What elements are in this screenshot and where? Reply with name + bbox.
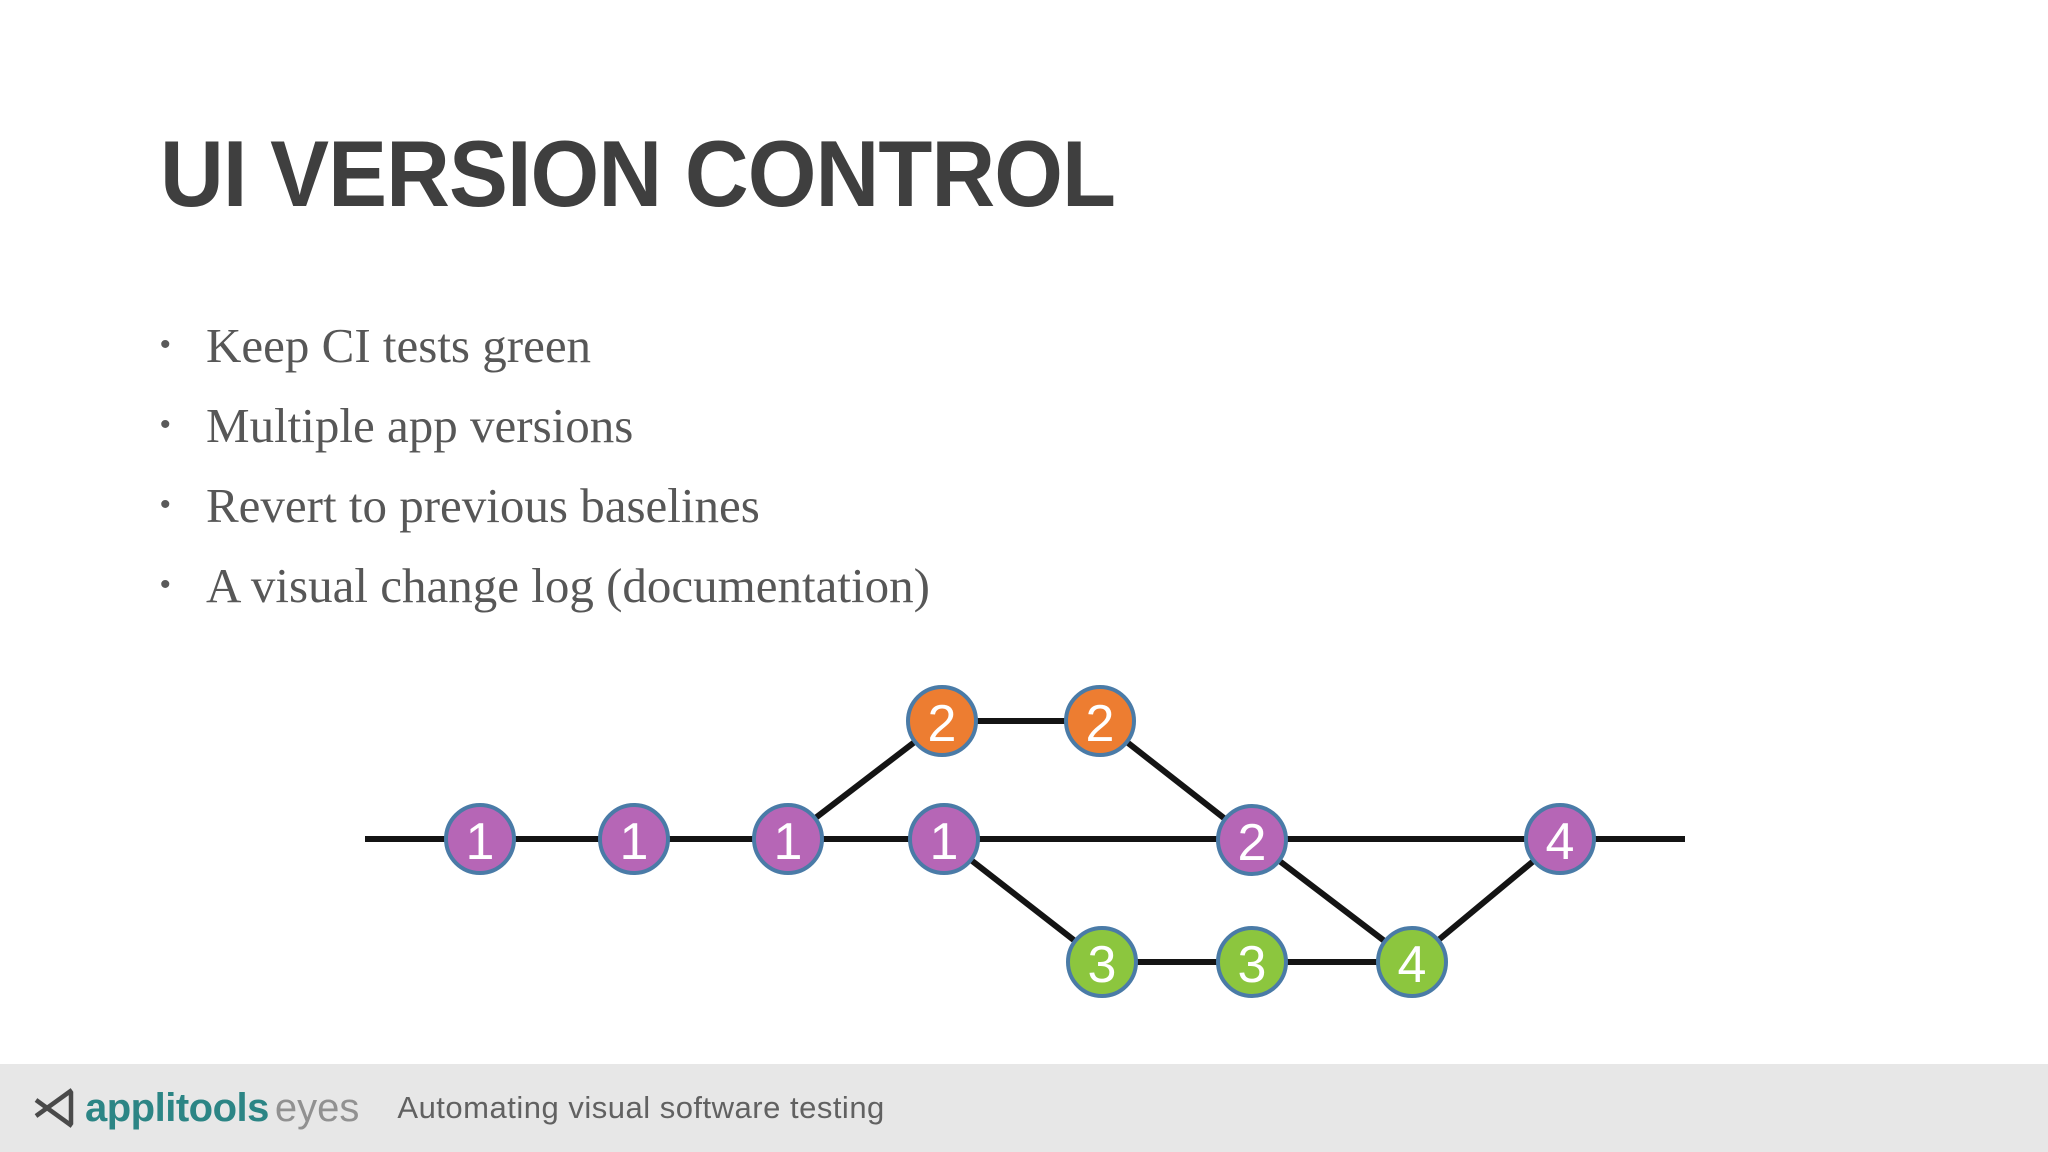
list-item: • A visual change log (documentation)	[160, 545, 930, 625]
commit-node-purple-1	[444, 803, 516, 875]
applitools-eye-icon	[34, 1088, 74, 1128]
footer-tagline: Automating visual software testing	[397, 1090, 885, 1125]
brand-primary: applitools	[85, 1085, 269, 1130]
commit-node-purple-1	[908, 803, 980, 875]
commit-node-label: 1	[466, 813, 495, 871]
footer-bar: applitools eyes Automating visual softwa…	[0, 1064, 2048, 1152]
commit-node-purple-2	[1216, 804, 1288, 876]
list-item: • Revert to previous baselines	[160, 465, 930, 545]
list-item: • Multiple app versions	[160, 385, 930, 465]
bullet-icon: •	[160, 328, 171, 361]
bullet-text: Keep CI tests green	[206, 317, 592, 373]
bullet-list: • Keep CI tests green • Multiple app ver…	[160, 305, 930, 625]
commit-node-green-3	[1066, 926, 1138, 998]
bullet-text: Revert to previous baselines	[206, 477, 760, 533]
applitools-logo: applitools eyes	[33, 1085, 359, 1131]
commit-node-purple-1	[752, 803, 824, 875]
commit-node-label: 2	[1238, 814, 1267, 872]
commit-node-label: 3	[1238, 936, 1267, 994]
commit-node-green-4	[1376, 926, 1448, 998]
bullet-text: Multiple app versions	[206, 397, 634, 453]
commit-node-label: 1	[774, 813, 803, 871]
commit-node-orange-2	[906, 685, 978, 757]
bullet-text: A visual change log (documentation)	[206, 557, 930, 613]
commit-node-label: 3	[1088, 936, 1117, 994]
commit-node-label: 4	[1546, 813, 1575, 871]
commit-node-label: 1	[930, 813, 959, 871]
brand-secondary: eyes	[274, 1085, 360, 1130]
commit-node-green-3	[1216, 926, 1288, 998]
commit-node-label: 2	[928, 695, 957, 753]
bullet-icon: •	[160, 488, 171, 521]
commit-node-purple-1	[598, 803, 670, 875]
commit-node-label: 2	[1086, 695, 1115, 753]
bullet-icon: •	[160, 568, 171, 601]
commit-node-purple-4	[1524, 803, 1596, 875]
commit-node-label: 1	[620, 813, 649, 871]
page-title: UI VERSION CONTROL	[160, 121, 1116, 226]
commit-node-orange-2	[1064, 685, 1136, 757]
list-item: • Keep CI tests green	[160, 305, 930, 385]
commit-node-label: 4	[1398, 936, 1427, 994]
bullet-icon: •	[160, 408, 171, 441]
